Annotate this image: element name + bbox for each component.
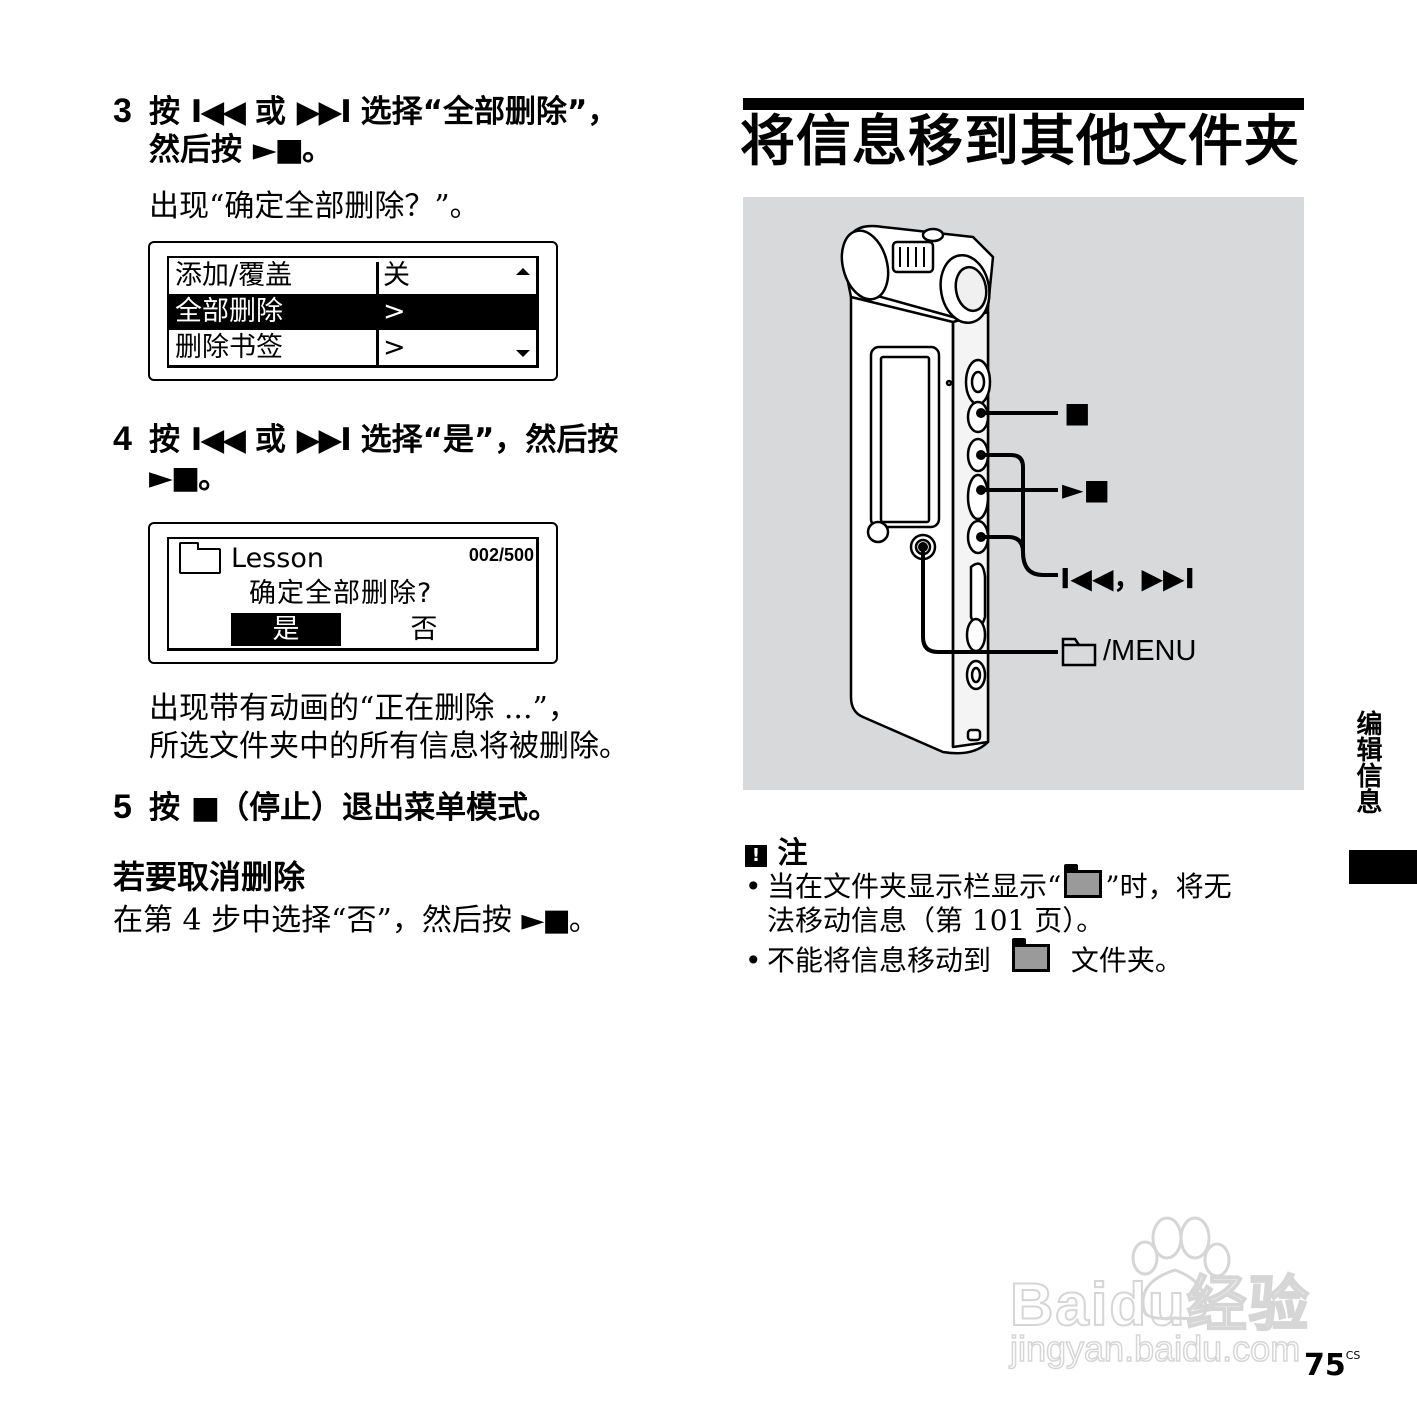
confirm-screen-display: Lesson 002/500 确定全部删除? 是 否: [167, 537, 539, 651]
menu-item-delete-all: 全部删除 >: [169, 294, 536, 330]
menu-screen: 添加/覆盖 关 全部删除 > 删除书签 >: [148, 241, 558, 381]
folder-outline-icon: [1061, 637, 1097, 667]
play-stop-icon: ►■: [149, 460, 200, 496]
menu-screen-display: 添加/覆盖 关 全部删除 > 删除书签 >: [167, 256, 539, 368]
step-number: 4: [113, 420, 132, 458]
stop-icon: ■: [190, 790, 220, 826]
title-rule: [743, 98, 1304, 110]
note-item: •不能将信息移动到 文件夹。: [745, 938, 1183, 977]
cancel-heading: 若要取消删除: [113, 858, 306, 896]
prev-track-icon: I◀◀: [190, 94, 246, 130]
note-heading: ! 注: [745, 828, 807, 872]
scroll-down-icon: [516, 350, 530, 357]
menu-column-divider: [376, 262, 379, 365]
folder-filled-icon: [1011, 938, 1050, 972]
cancel-text: 在第 4 步中选择“否”，然后按 ►■。: [113, 903, 599, 938]
confirm-screen: Lesson 002/500 确定全部删除? 是 否: [148, 522, 558, 664]
device-illustration: ■ ►■ I◀◀，▶▶I /MENU: [743, 197, 1304, 790]
watermark-brand: Baidu经验: [1009, 1270, 1311, 1339]
menu-item-add-overwrite: 添加/覆盖 关: [175, 260, 410, 291]
note-item: •当在文件夹显示栏显示“”时，将无 法移动信息（第 101 页）。: [745, 864, 1232, 937]
step-4-result-line-2: 所选文件夹中的所有信息将被删除。: [149, 729, 629, 764]
prev-track-icon: I◀◀: [190, 422, 246, 458]
bullet: •: [745, 944, 762, 977]
bullet: •: [745, 870, 762, 903]
exclamation-icon: !: [745, 845, 767, 867]
watermark-url: jingyan.baidu.com: [1009, 1327, 1301, 1370]
step-3-result: 出现“确定全部删除？”。: [149, 189, 480, 224]
confirm-prompt: 确定全部删除?: [249, 578, 433, 609]
option-no: 否: [410, 614, 438, 645]
play-stop-icon: ►■: [521, 903, 570, 938]
callout-prev-next: I◀◀，▶▶I: [1060, 562, 1195, 595]
section-tab-marker: [1349, 850, 1417, 884]
step-4-result-line-1: 出现带有动画的“正在删除 ...”，: [149, 691, 578, 726]
play-stop-icon: ►■: [252, 132, 304, 168]
option-yes-selected: 是: [231, 613, 341, 646]
folder-name: Lesson: [231, 543, 324, 574]
callout-play-stop: ►■: [1062, 473, 1110, 506]
page-number: 75CS: [1304, 1348, 1361, 1383]
callout-folder-menu: /MENU: [1103, 635, 1197, 667]
step-number: 3: [113, 92, 132, 130]
ic-recorder-drawing: [840, 224, 1097, 755]
page-title: 将信息移到其他文件夹: [740, 109, 1301, 173]
scroll-up-icon: [516, 268, 530, 275]
section-tab-label: 编辑信息: [1352, 710, 1382, 814]
message-counter: 002/500: [468, 545, 534, 565]
next-track-icon: ▶▶I: [296, 422, 352, 458]
folder-icon: [179, 542, 221, 574]
baidu-watermark: Baidu经验 jingyan.baidu.com: [1005, 1208, 1335, 1373]
next-track-icon: ▶▶I: [296, 94, 352, 130]
callout-stop: ■: [1064, 396, 1091, 429]
menu-item-delete-bookmark: 删除书签 >: [175, 332, 406, 363]
baidu-paw-logo: [1131, 1216, 1231, 1320]
step-number: 5: [113, 788, 132, 826]
folder-filled-icon: [1064, 864, 1103, 898]
